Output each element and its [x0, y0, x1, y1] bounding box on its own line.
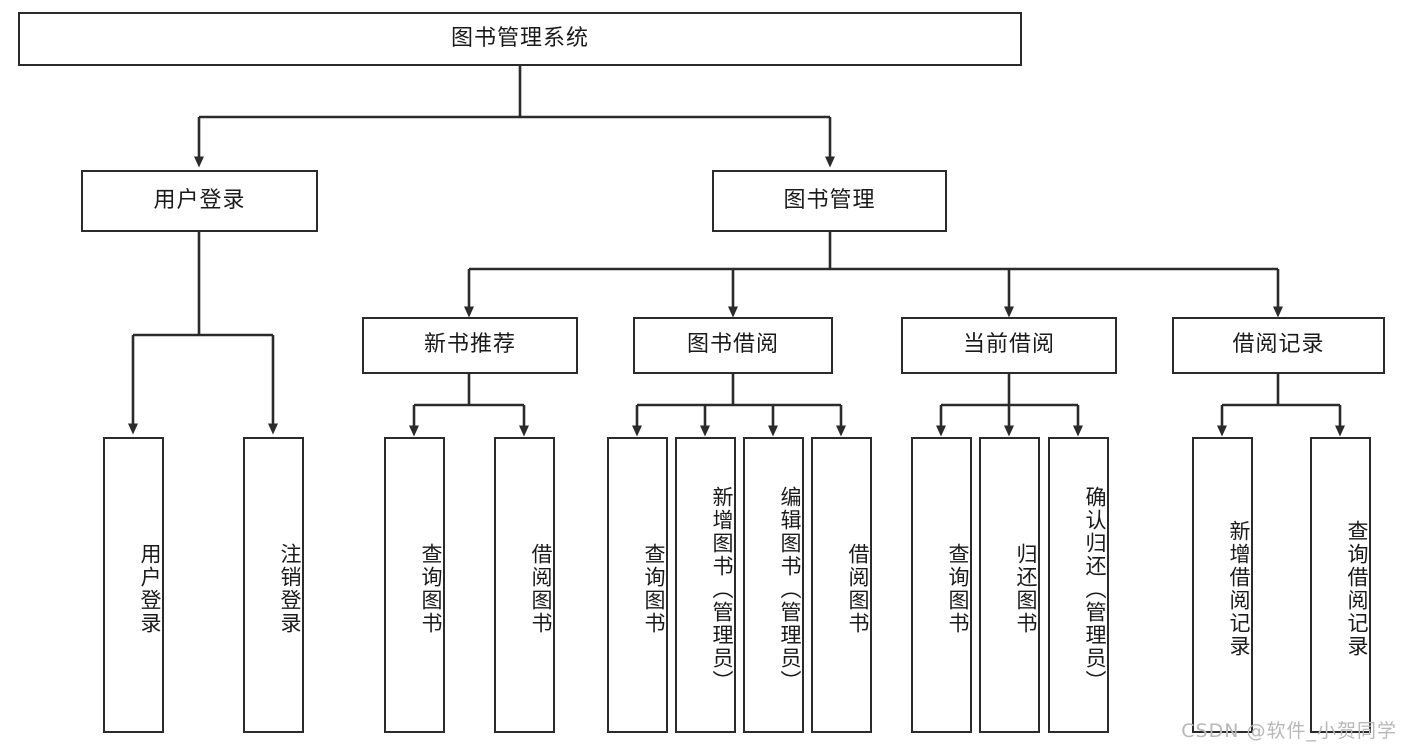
- leaf-recommend-query-book[interactable]: 查询图书: [384, 437, 445, 733]
- leaf-label: 新增借阅记录: [1227, 520, 1251, 658]
- node-new-book-recommend[interactable]: 新书推荐: [362, 317, 578, 374]
- csdn-watermark: CSDN @软件_小贺同学: [1181, 720, 1397, 742]
- node-new-book-recommend-label: 新书推荐: [423, 332, 516, 358]
- node-user-login[interactable]: 用户登录: [81, 170, 318, 232]
- node-borrow-record-label: 借阅记录: [1232, 332, 1325, 358]
- node-root-label: 图书管理系统: [450, 25, 589, 51]
- leaf-label: 注销登录: [278, 543, 302, 635]
- leaf-label: 新增图书（管理员）: [710, 485, 734, 693]
- leaf-user-login-do[interactable]: 用户登录: [103, 437, 164, 733]
- node-current-borrow[interactable]: 当前借阅: [901, 317, 1117, 374]
- leaf-user-logout[interactable]: 注销登录: [243, 437, 304, 733]
- leaf-borrow-add-book-admin[interactable]: 新增图书（管理员）: [675, 437, 736, 733]
- leaf-label: 确认归还（管理员）: [1083, 485, 1107, 693]
- node-borrow-record[interactable]: 借阅记录: [1172, 317, 1385, 374]
- leaf-label: 借阅图书: [846, 543, 870, 635]
- node-book-management-label: 图书管理: [783, 187, 876, 213]
- leaf-label: 借阅图书: [529, 543, 553, 635]
- leaf-borrow-query-book[interactable]: 查询图书: [607, 437, 668, 733]
- leaf-current-query-book[interactable]: 查询图书: [911, 437, 972, 733]
- leaf-label: 编辑图书（管理员）: [778, 485, 802, 693]
- node-book-borrow[interactable]: 图书借阅: [633, 317, 833, 374]
- leaf-current-confirm-return-admin[interactable]: 确认归还（管理员）: [1048, 437, 1109, 733]
- node-book-management[interactable]: 图书管理: [712, 170, 947, 232]
- leaf-borrow-borrow-book[interactable]: 借阅图书: [811, 437, 872, 733]
- leaf-current-return-book[interactable]: 归还图书: [979, 437, 1040, 733]
- node-current-borrow-label: 当前借阅: [962, 332, 1055, 358]
- node-root[interactable]: 图书管理系统: [18, 12, 1022, 66]
- leaf-borrow-edit-book-admin[interactable]: 编辑图书（管理员）: [743, 437, 804, 733]
- leaf-record-query-record[interactable]: 查询借阅记录: [1310, 437, 1371, 733]
- leaf-label: 查询借阅记录: [1345, 520, 1369, 658]
- leaf-label: 归还图书: [1014, 543, 1038, 635]
- leaf-label: 查询图书: [642, 543, 666, 635]
- leaf-label: 用户登录: [138, 543, 162, 635]
- node-book-borrow-label: 图书借阅: [686, 332, 779, 358]
- node-user-login-label: 用户登录: [153, 187, 246, 213]
- leaf-record-add-record[interactable]: 新增借阅记录: [1192, 437, 1253, 733]
- leaf-label: 查询图书: [946, 543, 970, 635]
- leaf-label: 查询图书: [419, 543, 443, 635]
- leaf-recommend-borrow-book[interactable]: 借阅图书: [494, 437, 555, 733]
